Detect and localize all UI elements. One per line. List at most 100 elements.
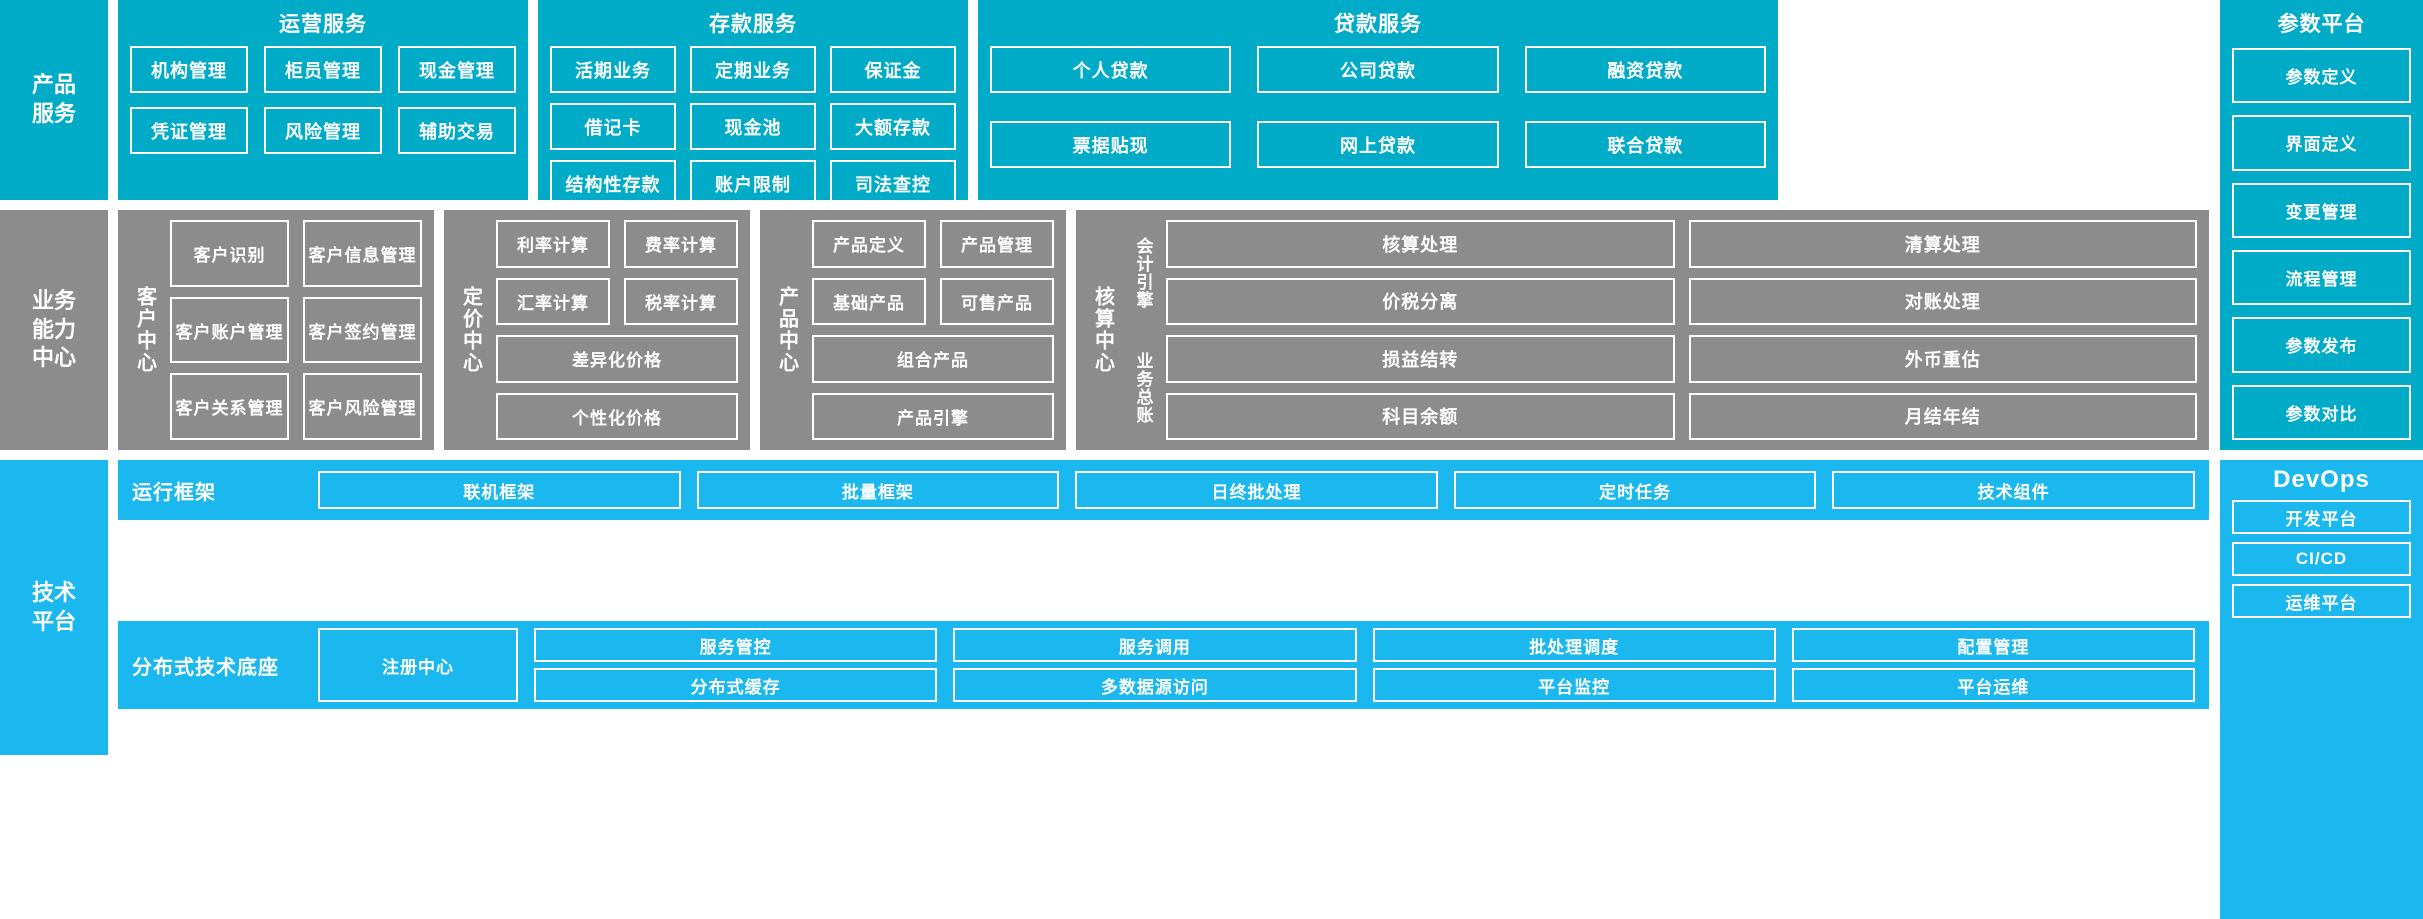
tile-loan-5[interactable]: 联合贷款: [1524, 121, 1766, 168]
rail-line-1: 业务: [31, 288, 76, 314]
tile-acct-engine-0-1[interactable]: 清算处理: [1688, 220, 2197, 268]
tile-param-1[interactable]: 界面定义: [2232, 115, 2411, 171]
tile-base-0-0[interactable]: 服务管控: [534, 628, 938, 662]
center-accounting: 核算中心 会计引擎 核算处理 清算处理 价税分离 对账处理 业务总账: [1076, 210, 2209, 450]
sub-label-accounting-engine: 会计引擎: [1133, 236, 1153, 309]
tile-acct-engine-0-0[interactable]: 核算处理: [1166, 220, 1675, 268]
runtime-framework-band: 运行框架 联机框架 批量框架 日终批处理 定时任务 技术组件: [118, 460, 2209, 520]
parameter-platform-title: 参数平台: [2277, 13, 2366, 36]
group-operations-services: 运营服务 机构管理 柜员管理 现金管理 凭证管理 风险管理 辅助交易: [118, 0, 528, 200]
tile-acct-ledger-0-1[interactable]: 外币重估: [1688, 335, 2197, 383]
tile-loan-0[interactable]: 个人贷款: [990, 46, 1232, 93]
product-services-row: 产品 服务 运营服务 机构管理 柜员管理 现金管理 凭证管理 风险管理 辅助交易…: [0, 0, 2423, 207]
tile-pricing-full-0[interactable]: 差异化价格: [496, 335, 738, 383]
tile-acct-engine-1-1[interactable]: 对账处理: [1688, 277, 2197, 325]
tile-runtime-0[interactable]: 联机框架: [318, 471, 681, 509]
tile-runtime-4[interactable]: 技术组件: [1832, 471, 2195, 509]
tile-deposit-6[interactable]: 结构性存款: [550, 160, 676, 207]
base-column-0: 服务管控 分布式缓存: [534, 628, 938, 702]
tile-pricing-0-1[interactable]: 费率计算: [624, 220, 738, 268]
tile-deposit-4[interactable]: 现金池: [690, 103, 816, 150]
tile-pricing-1-1[interactable]: 税率计算: [624, 277, 738, 325]
devops-list: 开发平台 CI/CD 运维平台: [2232, 500, 2411, 618]
tile-deposit-2[interactable]: 保证金: [830, 46, 956, 93]
tile-operations-1[interactable]: 柜员管理: [264, 46, 382, 93]
product-tile-body: 产品定义 产品管理 基础产品 可售产品 组合产品 产品引擎: [812, 220, 1054, 440]
tile-param-3[interactable]: 流程管理: [2232, 249, 2411, 306]
technical-runtime-wrap: 技术 平台 运行框架 联机框架 批量框架 日终批处理 定时任务 技术组件: [0, 460, 2209, 755]
tile-deposit-5[interactable]: 大额存款: [830, 103, 956, 150]
tile-product-full-0[interactable]: 组合产品: [812, 335, 1054, 383]
technical-rail-spacer: [0, 621, 108, 766]
tile-deposit-0[interactable]: 活期业务: [550, 46, 676, 93]
accounting-sub-ledger: 业务总账 损益结转 外币重估 科目余额 月结年结: [1128, 335, 2197, 440]
tile-devops-0[interactable]: 开发平台: [2232, 500, 2411, 534]
tile-runtime-2[interactable]: 日终批处理: [1075, 471, 1438, 509]
pricing-row-1: 汇率计算 税率计算: [496, 277, 738, 325]
tile-operations-4[interactable]: 风险管理: [264, 107, 382, 154]
tile-operations-2[interactable]: 现金管理: [398, 46, 516, 93]
tile-acct-ledger-1-0[interactable]: 科目余额: [1166, 392, 1675, 440]
tile-devops-1[interactable]: CI/CD: [2232, 542, 2411, 576]
tile-pricing-1-0[interactable]: 汇率计算: [496, 277, 610, 325]
tile-runtime-1[interactable]: 批量框架: [696, 471, 1060, 509]
tile-product-1-0[interactable]: 基础产品: [812, 277, 926, 325]
tile-loan-2[interactable]: 融资贷款: [1524, 46, 1766, 93]
base-column-3: 配置管理 平台运维: [1791, 628, 2195, 702]
tile-product-0-0[interactable]: 产品定义: [812, 220, 926, 268]
tile-deposit-3[interactable]: 借记卡: [550, 103, 676, 150]
tile-acct-engine-1-0[interactable]: 价税分离: [1166, 277, 1675, 325]
tile-acct-ledger-1-1[interactable]: 月结年结: [1688, 392, 2197, 440]
tile-loan-1[interactable]: 公司贷款: [1257, 46, 1499, 93]
rail-line-1: 技术: [31, 579, 76, 605]
accounting-ledger-grid: 损益结转 外币重估 科目余额 月结年结: [1166, 335, 2197, 440]
tile-customer-1-0[interactable]: 客户账户管理: [170, 296, 289, 364]
center-product: 产品中心 产品定义 产品管理 基础产品 可售产品 组合产品 产品引擎: [760, 210, 1066, 450]
runtime-framework-items: 联机框架 批量框架 日终批处理 定时任务 技术组件: [318, 471, 2195, 509]
tile-deposit-1[interactable]: 定期业务: [690, 46, 816, 93]
tile-base-0-1[interactable]: 分布式缓存: [534, 668, 938, 702]
tile-customer-2-0[interactable]: 客户关系管理: [170, 373, 289, 441]
parameter-platform-panel: 参数平台 参数定义 界面定义 变更管理 流程管理 参数发布 参数对比: [2220, 0, 2423, 450]
registry-center-wrap: 注册中心: [318, 628, 518, 702]
tile-registry-center[interactable]: 注册中心: [318, 628, 518, 702]
tile-base-2-0[interactable]: 批处理调度: [1372, 628, 1776, 662]
tile-product-0-1[interactable]: 产品管理: [940, 220, 1054, 268]
customer-row-2: 客户关系管理 客户风险管理: [170, 373, 422, 441]
row-label-business-capability: 业务 能力 中心: [0, 210, 108, 450]
tile-loan-4[interactable]: 网上贷款: [1257, 121, 1499, 168]
customer-row-1: 客户账户管理 客户签约管理: [170, 296, 422, 364]
center-label-accounting: 核算中心: [1091, 286, 1114, 374]
row-label-product-services: 产品 服务: [0, 0, 108, 200]
group-title-deposit: 存款服务: [709, 13, 797, 36]
tile-product-full-1[interactable]: 产品引擎: [812, 392, 1054, 440]
tile-param-0[interactable]: 参数定义: [2232, 48, 2411, 104]
tile-loan-3[interactable]: 票据贴现: [990, 121, 1232, 168]
tile-customer-0-1[interactable]: 客户信息管理: [303, 220, 422, 287]
tile-base-2-1[interactable]: 平台监控: [1372, 668, 1776, 702]
tile-acct-ledger-0-0[interactable]: 损益结转: [1166, 335, 1675, 383]
tile-runtime-3[interactable]: 定时任务: [1453, 471, 1817, 509]
tile-deposit-8[interactable]: 司法查控: [830, 160, 956, 207]
base-column-2: 批处理调度 平台监控: [1372, 628, 1776, 702]
tile-pricing-0-0[interactable]: 利率计算: [496, 220, 610, 268]
tile-operations-0[interactable]: 机构管理: [130, 46, 248, 93]
tile-base-3-1[interactable]: 平台运维: [1791, 668, 2195, 702]
tile-devops-2[interactable]: 运维平台: [2232, 584, 2411, 618]
tile-customer-0-0[interactable]: 客户识别: [170, 220, 289, 287]
tile-param-5[interactable]: 参数对比: [2232, 384, 2411, 440]
tile-base-1-0[interactable]: 服务调用: [953, 628, 1357, 662]
tile-pricing-full-1[interactable]: 个性化价格: [496, 392, 738, 440]
tile-customer-2-1[interactable]: 客户风险管理: [303, 373, 422, 441]
pricing-row-2: 差异化价格: [496, 335, 738, 383]
tile-operations-5[interactable]: 辅助交易: [398, 107, 516, 154]
tile-base-1-1[interactable]: 多数据源访问: [953, 668, 1357, 702]
tile-param-4[interactable]: 参数发布: [2232, 317, 2411, 373]
tile-product-1-1[interactable]: 可售产品: [940, 277, 1054, 325]
center-label-customer: 客户中心: [133, 286, 156, 374]
tile-customer-1-1[interactable]: 客户签约管理: [303, 296, 422, 364]
tile-operations-3[interactable]: 凭证管理: [130, 107, 248, 154]
tile-param-2[interactable]: 变更管理: [2232, 182, 2411, 238]
tile-deposit-7[interactable]: 账户限制: [690, 160, 816, 207]
tile-base-3-0[interactable]: 配置管理: [1791, 628, 2195, 662]
